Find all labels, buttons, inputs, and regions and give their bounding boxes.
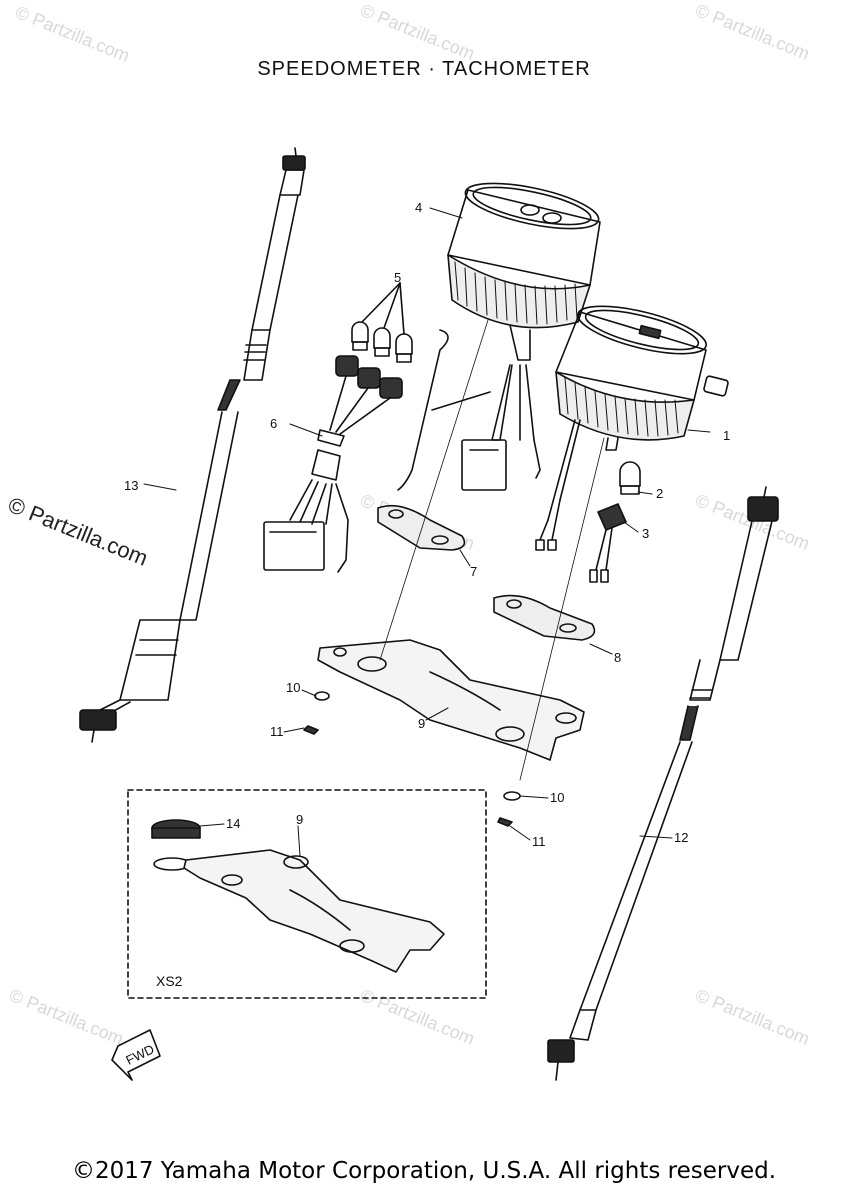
callout-14: 14: [226, 816, 240, 831]
bulb[interactable]: [619, 461, 641, 495]
callout-8: 8: [614, 650, 621, 665]
callout-9: 9: [418, 716, 425, 731]
callout-10: 10: [286, 680, 300, 695]
callout-1: 1: [723, 428, 730, 443]
callout-9-inset: 9: [296, 812, 303, 827]
callout-10-right: 10: [550, 790, 564, 805]
speedometer-assembly[interactable]: [535, 297, 729, 551]
leader-line: [431, 391, 491, 411]
callout-11-right: 11: [532, 834, 546, 849]
damper-speedometer[interactable]: [493, 594, 596, 641]
speedometer-cable[interactable]: [547, 486, 779, 1081]
forward-arrow-icon: [111, 1029, 161, 1081]
tachometer-cable[interactable]: [79, 147, 306, 743]
bulb-set[interactable]: [351, 282, 413, 363]
socket-cord[interactable]: [263, 355, 403, 573]
callout-4: 4: [415, 200, 422, 215]
callout-12: 12: [674, 830, 688, 845]
washer[interactable]: [503, 791, 521, 801]
callout-7: 7: [470, 564, 477, 579]
callout-3: 3: [642, 526, 649, 541]
socket[interactable]: [589, 503, 627, 583]
callout-5: 5: [394, 270, 401, 285]
meter-bracket[interactable]: [317, 639, 585, 761]
meter-bracket-xs2[interactable]: [183, 849, 445, 973]
damper-tachometer[interactable]: [377, 504, 466, 551]
copyright-notice: ©2017 Yamaha Motor Corporation, U.S.A. A…: [71, 1158, 777, 1184]
grouping-bracket: [397, 329, 449, 491]
inset-label: XS2: [156, 973, 183, 989]
callout-6: 6: [270, 416, 277, 431]
callout-2: 2: [656, 486, 663, 501]
nut[interactable]: [303, 725, 319, 735]
diagram-title: SPEEDOMETER · TACHOMETER: [257, 58, 591, 80]
washer[interactable]: [314, 691, 330, 701]
xs2-inset-box: [127, 789, 487, 999]
callout-11: 11: [270, 724, 284, 739]
nut[interactable]: [497, 817, 513, 827]
tachometer-assembly[interactable]: [447, 174, 602, 491]
callout-13: 13: [124, 478, 138, 493]
